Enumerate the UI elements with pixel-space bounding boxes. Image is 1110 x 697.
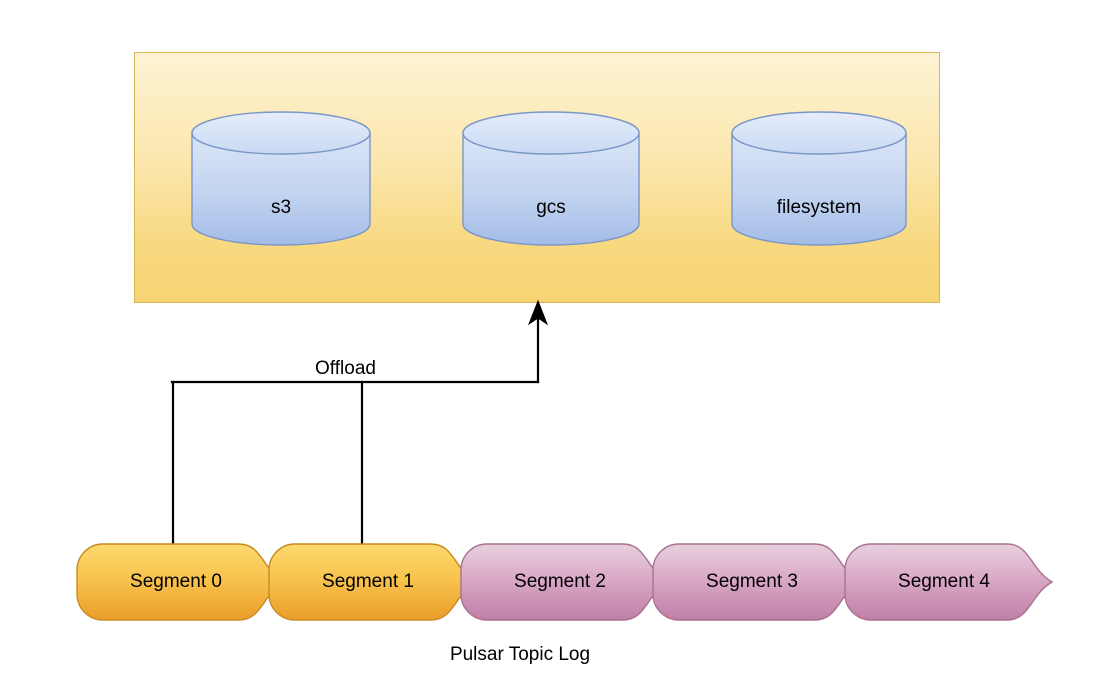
offload-label: Offload — [288, 358, 403, 380]
arrow-head-icon — [527, 299, 549, 326]
tiered-storage-container[interactable]: s3 gcs — [134, 52, 940, 303]
segment-2[interactable]: Segment 2 — [460, 543, 680, 621]
segment-3[interactable]: Segment 3 — [652, 543, 872, 621]
pulsar-topic-log-caption: Pulsar Topic Log — [449, 644, 591, 665]
segment-0[interactable]: Segment 0 — [76, 543, 296, 621]
segment-4[interactable]: Segment 4 — [844, 543, 1064, 621]
storage-backend-gcs[interactable]: gcs — [462, 111, 640, 246]
storage-backend-s3[interactable]: s3 — [191, 111, 371, 246]
segment-1[interactable]: Segment 1 — [268, 543, 488, 621]
storage-backend-filesystem[interactable]: filesystem — [731, 111, 907, 246]
